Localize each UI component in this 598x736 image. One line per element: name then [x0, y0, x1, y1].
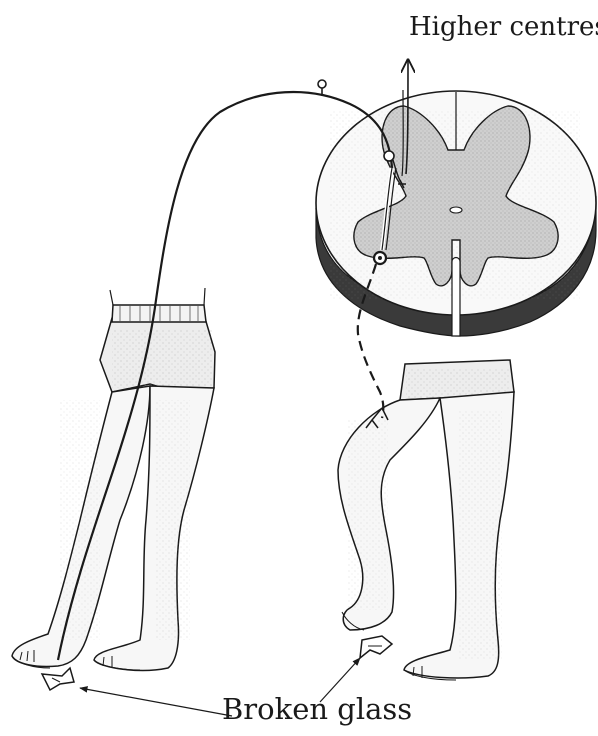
synapse-cell	[384, 151, 394, 161]
central-canal	[450, 207, 462, 213]
higher-centres-label: Higher centres	[409, 12, 598, 42]
ventral-fissure	[452, 258, 460, 337]
broken-glass-label: Broken glass	[222, 692, 412, 726]
left-waistband	[112, 305, 206, 322]
left-figure	[12, 288, 215, 670]
spinal-cord-section	[316, 91, 596, 336]
right-figure	[338, 360, 514, 680]
broken-glass-right	[360, 636, 392, 658]
broken-glass-left	[42, 668, 74, 690]
pointer-arrow-left	[80, 688, 232, 716]
